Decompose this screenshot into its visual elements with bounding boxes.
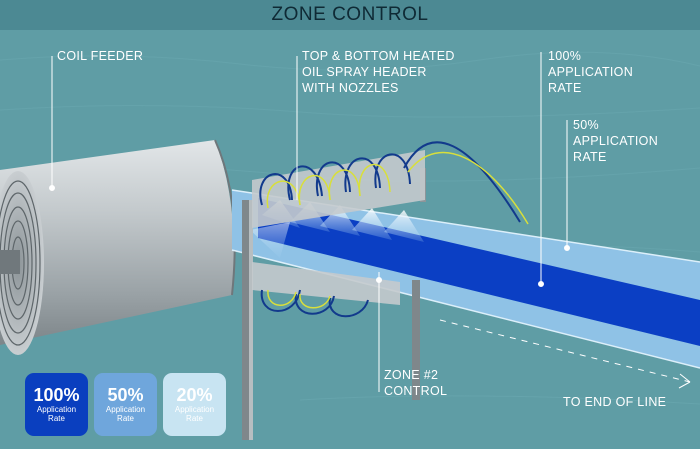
coil-feeder [0, 139, 236, 355]
coil-feeder-label: COIL FEEDER [57, 49, 144, 63]
legend-badge-20: 20% Application Rate [163, 373, 226, 436]
spray-header-frame [242, 150, 426, 440]
legend-caption-line2: Rate [117, 414, 134, 423]
legend-badge-50: 50% Application Rate [94, 373, 157, 436]
page-title: ZONE CONTROL [271, 4, 429, 25]
end-of-line-label: TO END OF LINE [563, 395, 667, 409]
legend-caption-line1: Application [36, 405, 77, 414]
legend-percent: 20% [176, 385, 213, 405]
spray-header-label: TOP & BOTTOM HEATED OIL SPRAY HEADER WIT… [302, 49, 455, 95]
legend-badge-100: 100% Application Rate [25, 373, 88, 436]
title-bar: ZONE CONTROL [0, 0, 700, 30]
legend-caption-line2: Rate [186, 414, 203, 423]
nozzle-wiring [259, 141, 529, 318]
legend-percent: 100% [33, 385, 80, 405]
application-rate-50-label: 50% APPLICATION RATE [573, 118, 659, 164]
legend-caption-line1: Application [174, 405, 215, 414]
callout-lines [49, 52, 691, 392]
legend-percent: 50% [107, 385, 144, 405]
legend-caption-line2: Rate [48, 414, 65, 423]
zone2-control-label: ZONE #2 CONTROL [384, 368, 448, 398]
application-rate-100-label: 100% APPLICATION RATE [548, 49, 634, 95]
legend-caption-line1: Application [105, 405, 146, 414]
